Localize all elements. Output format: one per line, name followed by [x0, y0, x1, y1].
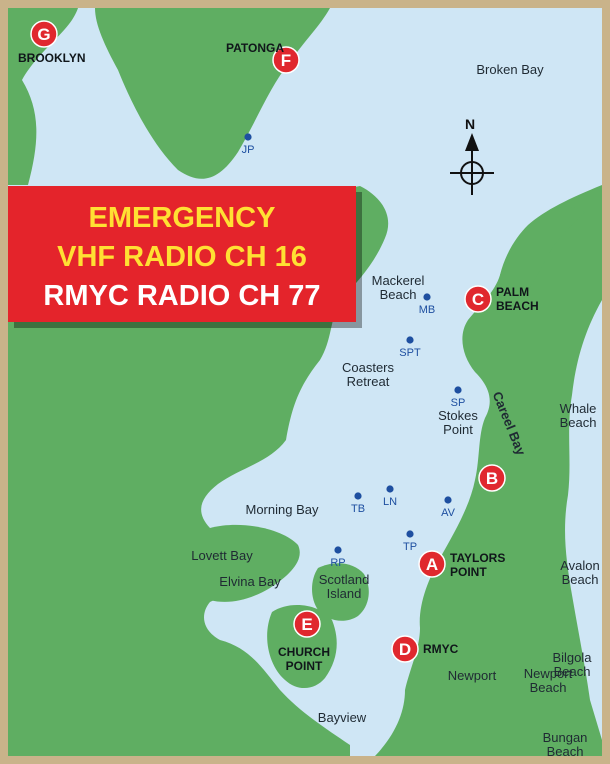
north-arrow-icon [465, 133, 479, 151]
mooring-point: RP [330, 546, 346, 569]
banner-line-3: RMYC RADIO CH 77 [43, 280, 320, 312]
marker-d: D RMYC [391, 635, 459, 663]
mooring-code: SPT [399, 347, 421, 359]
place-label: Newport [448, 668, 497, 683]
marker-letter: B [486, 469, 498, 488]
banner-line-2: VHF RADIO CH 16 [57, 241, 307, 273]
mooring-point: MB [419, 293, 436, 316]
mooring-dot [354, 492, 362, 500]
place-label: Elvina Bay [219, 574, 281, 589]
marker-circle [30, 20, 58, 48]
marker-b: B [478, 464, 506, 492]
compass: N [450, 116, 494, 195]
marker-label: BROOKLYN [18, 51, 86, 65]
marker-circle [391, 635, 419, 663]
mooring-code: AV [441, 507, 456, 519]
marker-label: PATONGA [226, 41, 284, 55]
marker-circle [478, 464, 506, 492]
marker-circle [418, 550, 446, 578]
mooring-code: TP [403, 541, 417, 553]
place-label: Morning Bay [246, 502, 319, 517]
mooring-dot [423, 293, 431, 301]
mooring-dot [334, 546, 342, 554]
land-patonga [95, 8, 330, 179]
mooring-code: LN [383, 496, 397, 508]
marker-g: G BROOKLYN [18, 20, 86, 65]
marker-letter: E [301, 615, 312, 634]
mooring-point: SPT [399, 336, 421, 359]
mooring-dot [454, 386, 462, 394]
mooring-point: SP [451, 386, 466, 409]
marker-letter: C [472, 290, 484, 309]
marker-circle [464, 285, 492, 313]
land-lovett-lobe [210, 524, 300, 602]
mooring-point: TP [403, 530, 417, 553]
mooring-dot [406, 530, 414, 538]
place-label: Lovett Bay [191, 548, 253, 563]
land-north-shore [8, 8, 78, 185]
mooring-dot [386, 485, 394, 493]
mooring-dot [244, 133, 252, 141]
mooring-point: LN [383, 485, 397, 508]
mooring-point: JP [242, 133, 255, 156]
marker-letter: A [426, 555, 438, 574]
marker-letter: D [399, 640, 411, 659]
marker-circle [272, 46, 300, 74]
ocean-east [565, 300, 602, 740]
marker-circle [293, 610, 321, 638]
banner-line-1: EMERGENCY [89, 202, 276, 234]
mooring-code: SP [451, 397, 466, 409]
place-label: Bayview [318, 710, 367, 725]
emergency-banner: EMERGENCY VHF RADIO CH 16 RMYC RADIO CH 77 [8, 186, 362, 328]
land-scotland-island [312, 563, 369, 621]
mooring-dot [406, 336, 414, 344]
mooring-code: TB [351, 503, 365, 515]
marker-letter: F [281, 51, 291, 70]
mooring-dot [444, 496, 452, 504]
mooring-code: MB [419, 304, 436, 316]
mooring-point: TB [351, 492, 365, 515]
place-label: Broken Bay [476, 62, 544, 77]
mooring-code: JP [242, 144, 255, 156]
mooring-code: RP [330, 557, 345, 569]
land-west [8, 186, 389, 756]
banner-box [8, 186, 356, 322]
marker-label: RMYC [423, 642, 459, 656]
mooring-point: AV [441, 496, 456, 519]
compass-north-label: N [465, 116, 475, 132]
marker-letter: G [37, 25, 50, 44]
land-palm-beach-head [500, 206, 585, 300]
